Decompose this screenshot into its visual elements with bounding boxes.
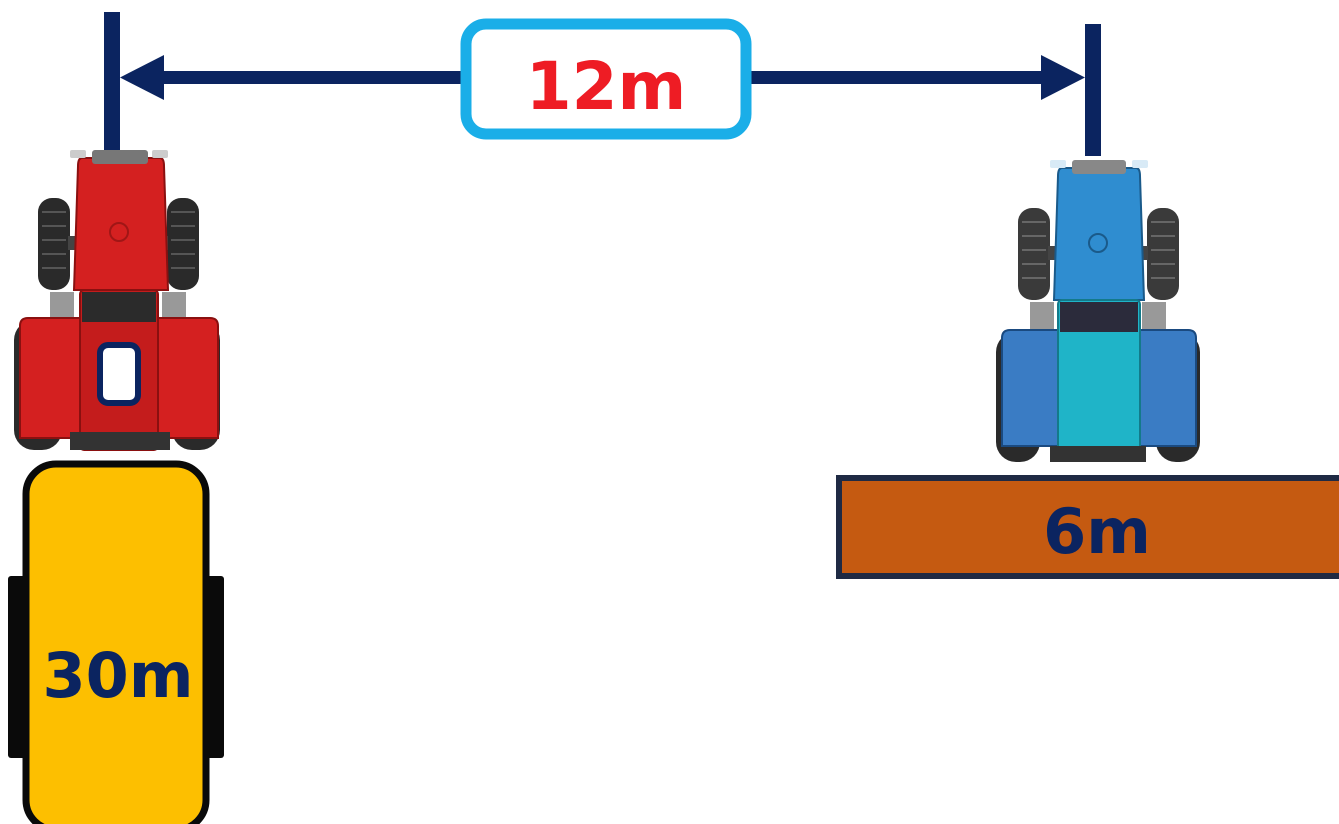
sprayer-width-label: 30m: [43, 639, 194, 712]
arrowhead-right: [1041, 55, 1085, 100]
spreader-bar: [836, 475, 1339, 579]
sprayer-implement: 30m: [8, 460, 224, 824]
right-extension-line: [1085, 24, 1101, 156]
spreader-width-label: 6m: [1043, 495, 1151, 568]
arrowhead-left: [120, 55, 164, 100]
dimension-line: [104, 12, 1101, 156]
sprayer-tank: [22, 460, 210, 824]
dimension-line-right-segment: [745, 71, 1055, 84]
distance-label-box: 12m: [460, 18, 752, 140]
blue-tractor: [996, 160, 1200, 462]
dimension-line-left-segment: [150, 71, 470, 84]
red-tractor: [14, 150, 220, 451]
distance-label: 12m: [526, 48, 687, 125]
left-extension-line: [104, 12, 120, 152]
spreader-implement: 6m: [836, 475, 1339, 579]
